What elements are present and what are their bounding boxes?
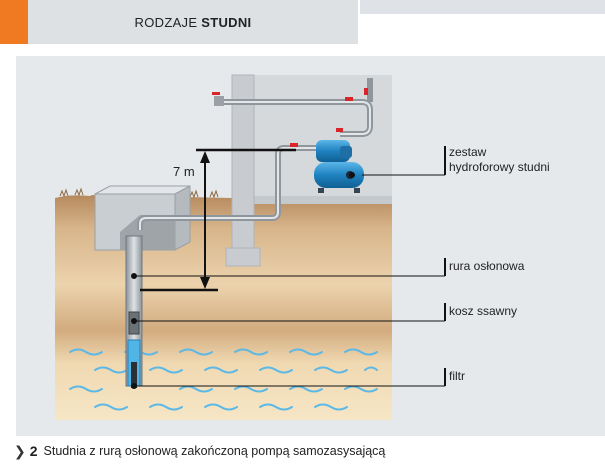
foundation-footing [225, 247, 261, 267]
house-floor [232, 196, 392, 204]
top-band [360, 0, 605, 14]
label-hydrofor-line2: hydroforowy studni [449, 160, 550, 174]
label-hydrofor-line1: zestaw [449, 145, 487, 159]
figure-number: 2 [29, 443, 38, 459]
title-prefix: RODZAJE [134, 14, 198, 30]
hydrophore-pump [314, 140, 364, 193]
label-casing-pipe: rura osłonowa [449, 259, 525, 273]
label-suction-basket: kosz ssawny [449, 304, 518, 318]
callout-lines [134, 146, 446, 387]
depth-dimension [140, 148, 296, 292]
section-title: RODZAJE STUDNI [28, 0, 358, 44]
depth-label: 7 m [173, 164, 195, 179]
accent-strip [0, 0, 28, 44]
label-hydrofor: zestaw hydroforowy studni [449, 145, 550, 175]
chevron-right-icon: ❯ [14, 442, 26, 459]
callout-dots [131, 172, 355, 389]
caption-text: Studnia z rurą osłonową zakończoną pompą… [43, 444, 386, 458]
valve-icons [212, 88, 368, 147]
groundwater-waves [69, 348, 378, 411]
label-filter: filtr [449, 369, 465, 383]
figure-caption: ❯ 2 Studnia z rurą osłonową zakończoną p… [14, 440, 604, 462]
title-bold: STUDNI [201, 14, 252, 30]
